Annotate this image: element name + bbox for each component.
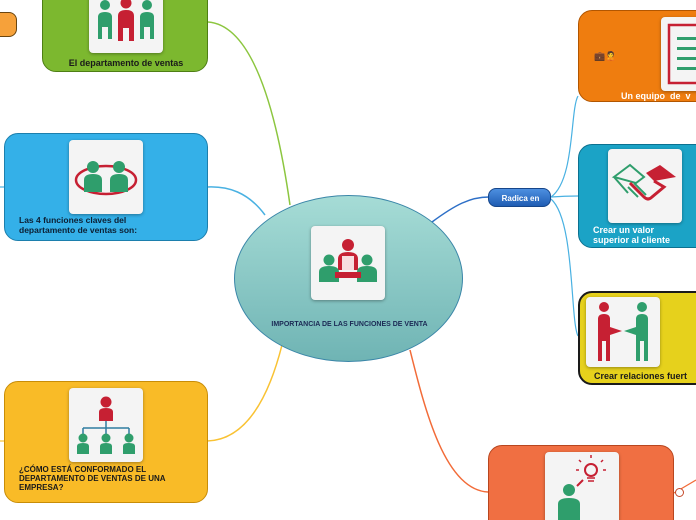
central-topic-label: IMPORTANCIA DE LAS FUNCIONES DE VENTA (271, 321, 428, 328)
branch-line-equipo (550, 95, 579, 198)
topic-un-equipo-label: Un equipo de v (621, 91, 691, 101)
topic-bottom-idea[interactable] (488, 445, 674, 520)
sales-team-icon (89, 0, 163, 53)
two-people-cycle-icon (69, 140, 143, 214)
topic-crear-valor-label: Crear un valor superior al cliente (593, 225, 671, 246)
branch-line-funciones (206, 186, 266, 216)
branch-line-relaciones (550, 198, 579, 337)
checklist-document-icon (661, 17, 696, 91)
topic-como-conformado[interactable]: ¿CÓMO ESTÁ CONFORMADO EL DEPARTAMENTO DE… (4, 381, 208, 503)
topic-un-equipo-emoji: 💼🙎 (594, 51, 617, 61)
topic-crear-valor[interactable]: Crear un valor superior al cliente (578, 144, 696, 248)
collapsed-topic-stub[interactable] (0, 12, 17, 37)
branch-line-ventas (207, 21, 291, 206)
central-topic[interactable]: IMPORTANCIA DE LAS FUNCIONES DE VENTA (234, 195, 463, 362)
org-chart-icon (69, 388, 143, 462)
connector-radica-en-label: Radica en (501, 194, 540, 203)
topic-como-conformado-label: ¿CÓMO ESTÁ CONFORMADO EL DEPARTAMENTO DE… (19, 465, 166, 493)
topic-crear-relaciones[interactable]: Crear relaciones fuert (578, 291, 696, 385)
branch-line-bottom (409, 349, 489, 493)
handshake-icon (608, 149, 682, 223)
handshake-people-icon (586, 297, 660, 367)
branch-line-radica (431, 196, 490, 223)
business-meeting-icon (311, 226, 385, 300)
topic-departamento-ventas-label: El departamento de ventas (68, 58, 184, 68)
idea-person-icon (545, 452, 619, 520)
branch-line-conformado (206, 344, 283, 442)
topic-un-equipo[interactable]: 💼🙎 Un equipo de v (578, 10, 696, 102)
connector-radica-en[interactable]: Radica en (488, 188, 551, 207)
topic-cuatro-funciones-label: Las 4 funciones claves del departamento … (19, 215, 138, 235)
branch-line-valor (550, 195, 579, 198)
topic-crear-relaciones-label: Crear relaciones fuert (594, 371, 688, 381)
topic-departamento-ventas[interactable]: El departamento de ventas (42, 0, 208, 72)
topic-cuatro-funciones[interactable]: Las 4 funciones claves del departamento … (4, 133, 208, 241)
collapse-toggle[interactable] (675, 488, 684, 497)
